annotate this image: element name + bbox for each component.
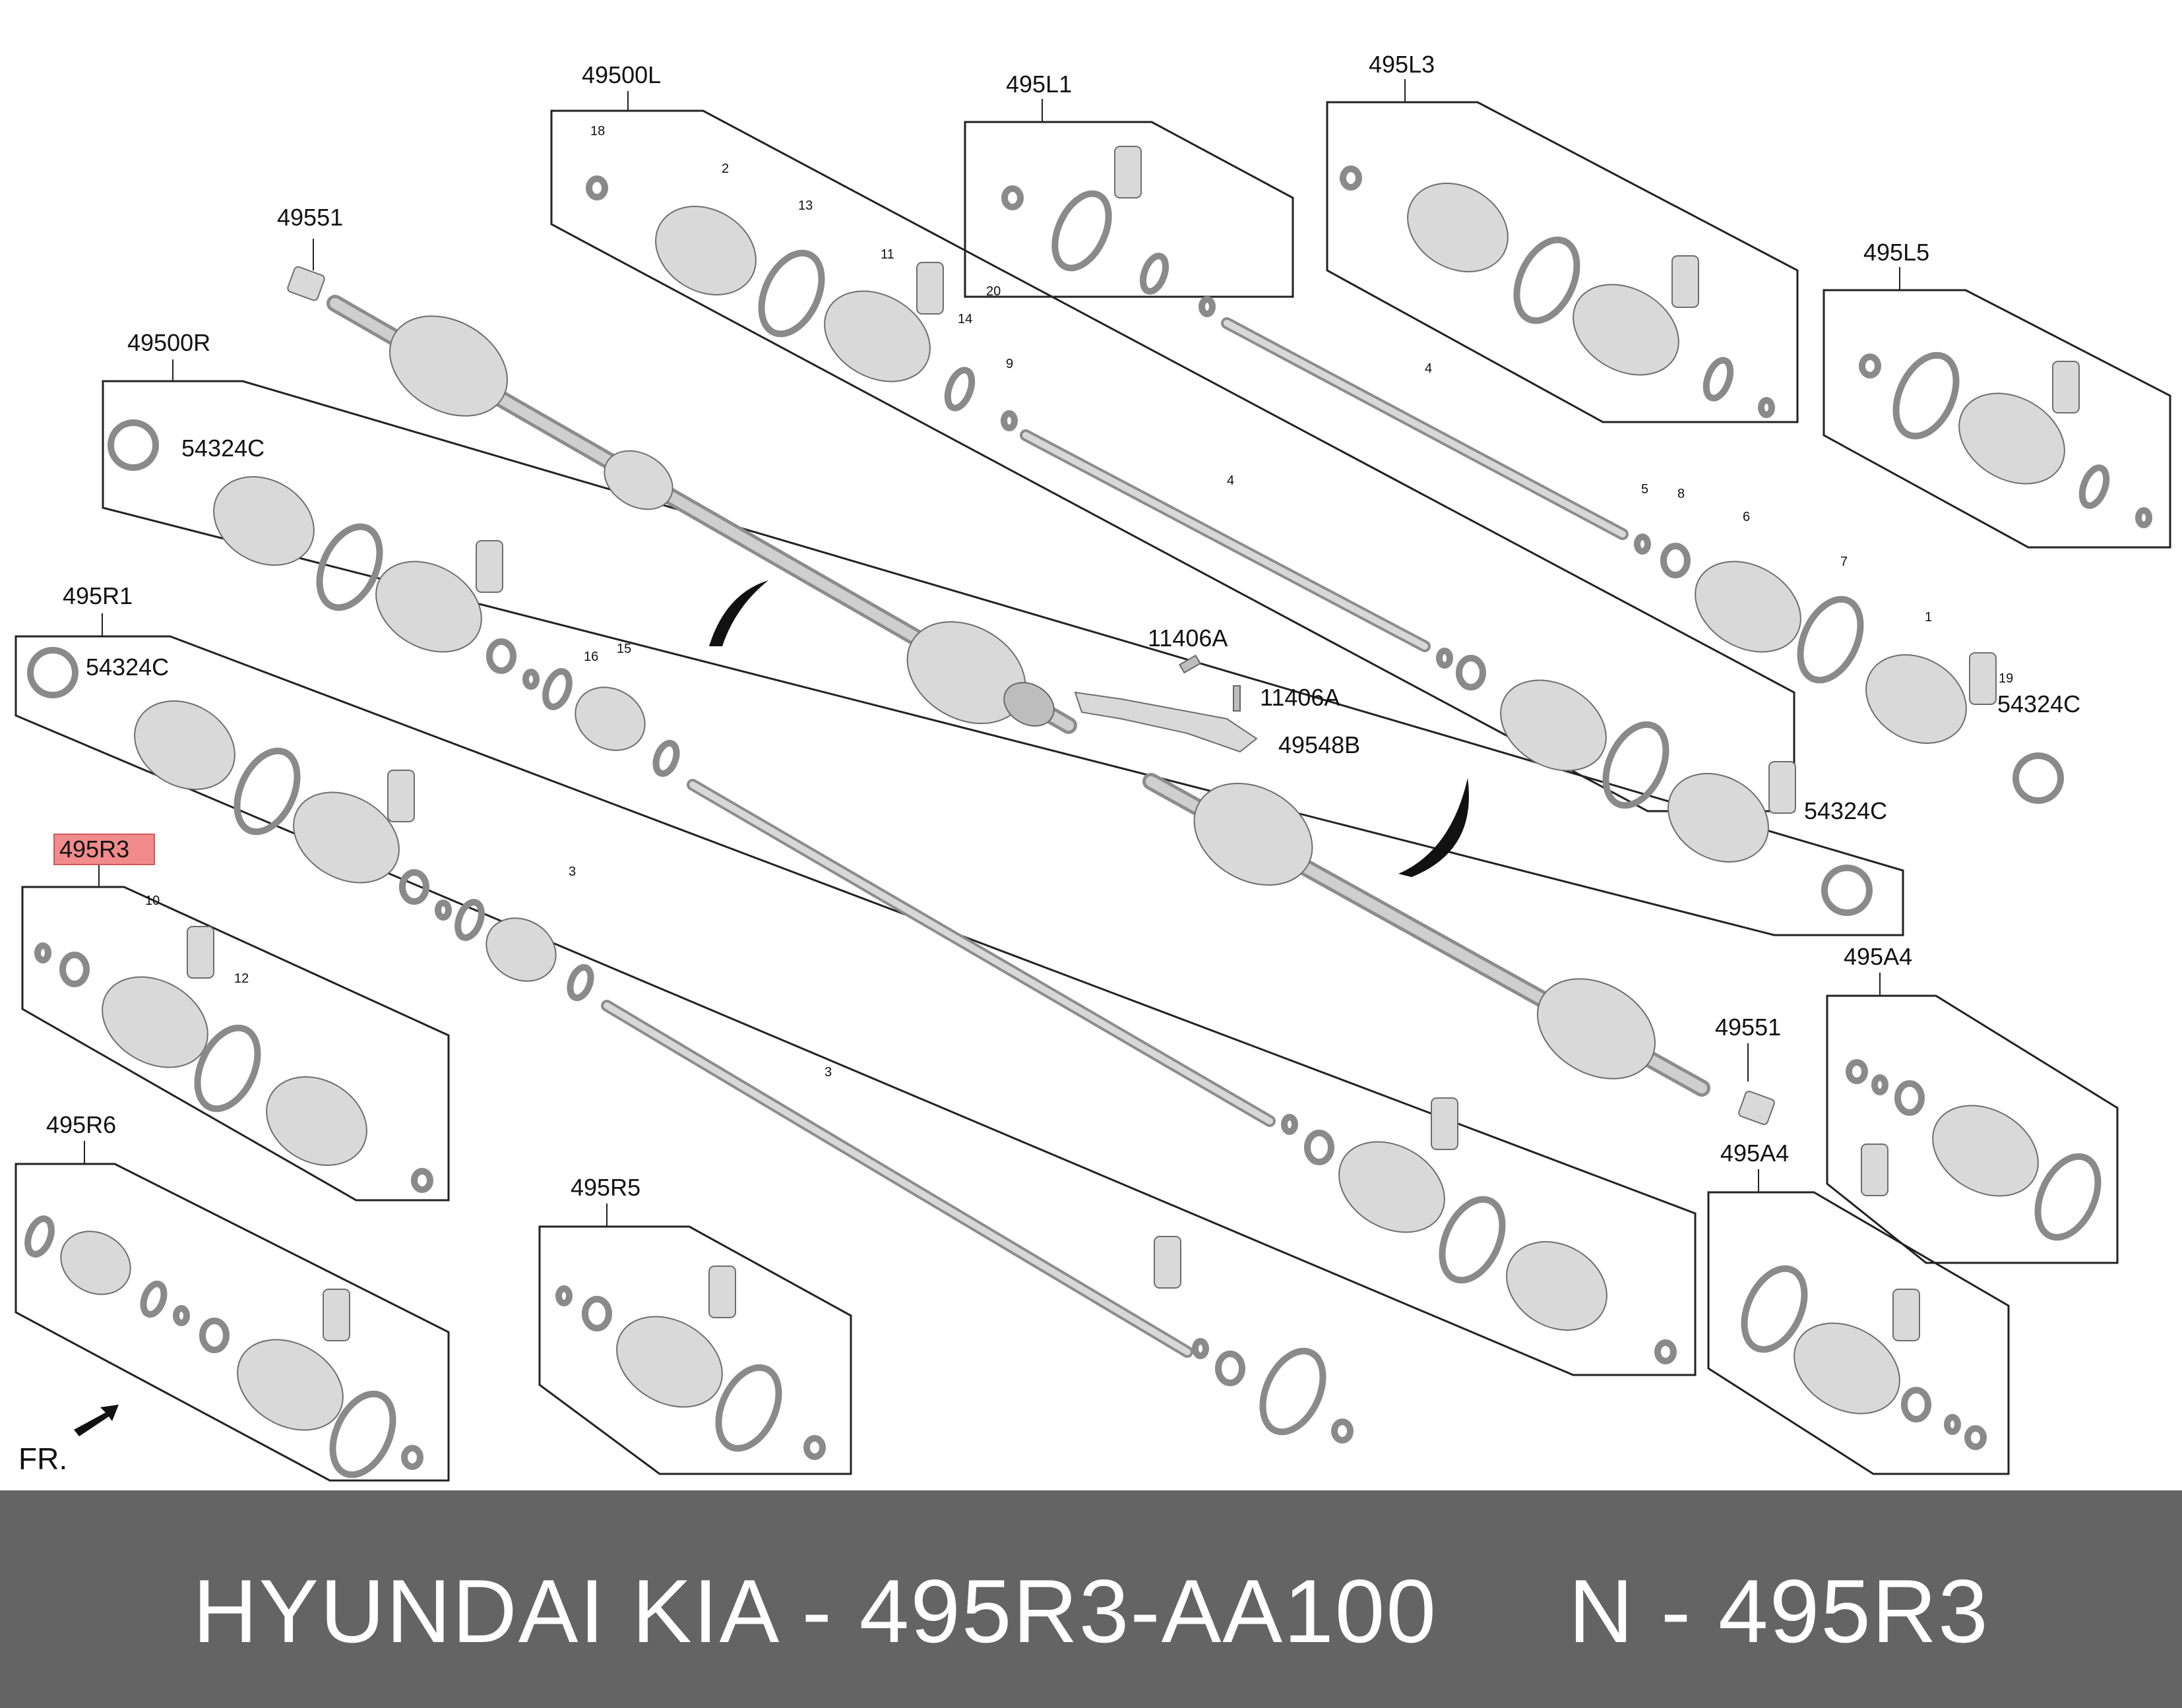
- label-54324C-1: 54324C: [181, 435, 265, 462]
- callout-2: 2: [722, 162, 729, 176]
- bracket-49548B: [1074, 654, 1258, 753]
- frame-49500L: [550, 109, 1795, 812]
- label-54324C-3: 54324C: [1997, 690, 2080, 717]
- label-leaders: [84, 79, 1900, 1227]
- callout-4: 4: [1227, 473, 1234, 488]
- callout-3b: 3: [825, 1065, 832, 1080]
- callout-14: 14: [958, 312, 972, 326]
- label-495A4-lower: 495A4: [1720, 1140, 1789, 1167]
- footer-bar: HYUNDAI KIA - 495R3-AA100 N - 495R3: [0, 1490, 2182, 1708]
- label-54324C-2: 54324C: [86, 654, 169, 681]
- shaft-4-upper: [1221, 317, 1629, 540]
- label-495R3: 495R3: [59, 836, 129, 863]
- dividers-arcs: [709, 580, 1469, 877]
- set-495A4-upper-parts: [1846, 1059, 2102, 1241]
- frame-495R5: [538, 1225, 852, 1475]
- item-callouts: 18 2 13 11 20 14 9 4 4 5 8 6 7 1 19 10 1…: [145, 124, 2013, 1080]
- label-495R6: 495R6: [46, 1111, 116, 1138]
- frame-495R1: [15, 635, 1697, 1376]
- label-495R5: 495R5: [571, 1174, 640, 1201]
- label-49551-top: 49551: [277, 204, 343, 231]
- label-49500R: 49500R: [127, 329, 210, 356]
- frame-495A4-lower: [1707, 1191, 2010, 1475]
- callout-8: 8: [1677, 487, 1685, 501]
- callout-18: 18: [590, 124, 605, 138]
- set-495R1-parts: [27, 647, 1677, 1364]
- shaft-3-lower: [601, 1000, 1193, 1358]
- callout-9: 9: [1006, 357, 1013, 371]
- callout-13: 13: [798, 198, 813, 213]
- callout-12: 12: [234, 971, 249, 986]
- callout-7: 7: [1840, 555, 1848, 569]
- set-49500L-outboard: [1634, 534, 2064, 804]
- part-number-caption: HYUNDAI KIA - 495R3-AA100 N - 495R3: [193, 1561, 1989, 1661]
- label-49548B: 49548B: [1278, 731, 1360, 758]
- main-axle-shaft-lower: [1142, 773, 1775, 1125]
- frame-49500R: [102, 380, 1904, 936]
- set-495L3-parts: [1340, 166, 1775, 418]
- label-49551-bottom: 49551: [1715, 1014, 1781, 1041]
- label-495L3: 495L3: [1369, 51, 1435, 78]
- set-49500L-parts: [586, 175, 1018, 431]
- shaft-3-upper: [687, 779, 1276, 1127]
- callout-1: 1: [1925, 610, 1932, 625]
- frame-495L1: [964, 121, 1294, 298]
- exploded-parts-diagram: 49500L 495L1 495L3 495L5 49551 49500R 49…: [15, 51, 2171, 1482]
- set-495R6-parts: [24, 1215, 423, 1479]
- set-495L1-parts: [1001, 146, 1216, 317]
- shaft-4-lower: [1020, 429, 1431, 652]
- callout-19: 19: [1999, 671, 2013, 686]
- label-11406A-a: 11406A: [1148, 625, 1228, 652]
- set-495R3-parts: [34, 926, 433, 1193]
- frame-495R6: [15, 1163, 450, 1482]
- callout-4b: 4: [1425, 361, 1432, 376]
- label-495A4-upper: 495A4: [1844, 943, 1912, 970]
- front-arrow-icon: [74, 1405, 119, 1436]
- set-495L5-parts: [1859, 351, 2152, 528]
- frame-495L3: [1326, 101, 1799, 423]
- highlight-495R3: [53, 834, 155, 865]
- label-495L5: 495L5: [1863, 239, 1929, 266]
- callout-16: 16: [584, 650, 598, 664]
- callout-3: 3: [569, 865, 576, 879]
- frame-495R3: [21, 886, 450, 1202]
- set-49500R-parts: [108, 419, 1873, 916]
- set-495R5-parts: [555, 1266, 826, 1460]
- label-11406A-b: 11406A: [1260, 684, 1340, 711]
- main-axle-shaft-upper: [287, 266, 1077, 734]
- callout-5: 5: [1641, 482, 1648, 497]
- label-54324C-4: 54324C: [1804, 797, 1887, 824]
- callout-15: 15: [617, 642, 631, 656]
- label-495L1: 495L1: [1006, 71, 1072, 98]
- direction-label: FR.: [18, 1442, 67, 1476]
- frame-495A4-upper: [1826, 994, 2119, 1264]
- frame-495L5: [1823, 289, 2171, 549]
- label-49500L: 49500L: [582, 61, 661, 88]
- label-495R1: 495R1: [63, 582, 133, 609]
- callout-20: 20: [986, 284, 1001, 299]
- set-495A4-lower-parts: [1741, 1265, 1987, 1450]
- callout-6: 6: [1743, 510, 1750, 524]
- callout-10: 10: [145, 894, 160, 908]
- set-shaft3-lower-outboard: [1154, 1236, 1354, 1444]
- callout-11: 11: [881, 247, 894, 262]
